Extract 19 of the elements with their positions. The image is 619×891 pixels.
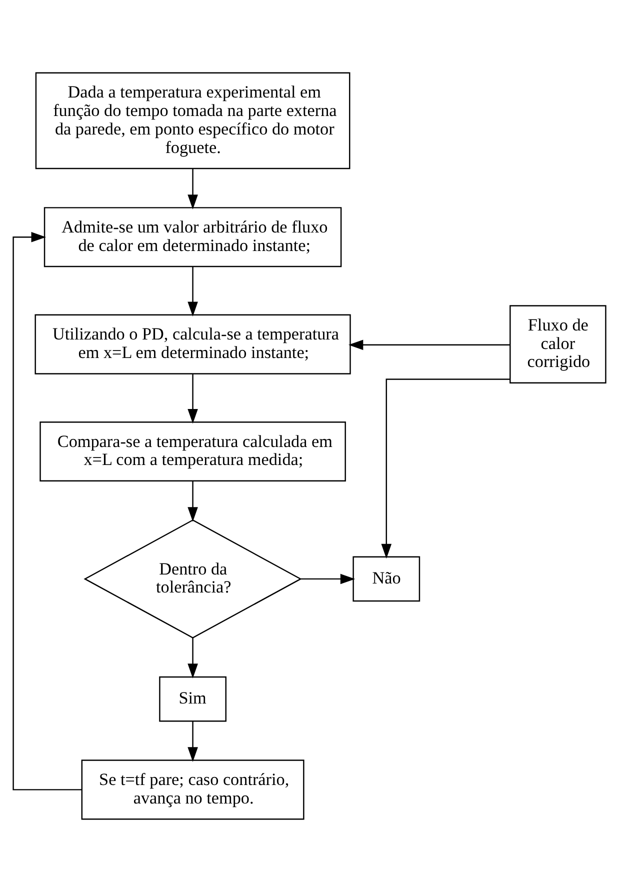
node-box: Compara-se a temperatura calculada em x=L com a temperatura medida; (40, 421, 346, 482)
node-box: Se t=tf pare; caso contrário, avança no tempo. (81, 759, 304, 820)
node-box: Sim (159, 676, 226, 722)
arrow (12, 231, 82, 790)
arrow (348, 339, 510, 350)
arrow (300, 573, 356, 584)
node-box: Dada a temperatura experimental em função do tempo tomada na parte externa da parede, em ponto específico do motor foguete. (35, 72, 350, 169)
node-box: Utilizando o PD, calcula-se a temperatura em x=L em determinado instante; (34, 314, 351, 374)
node-box: Não (352, 556, 420, 602)
node-box: Admite-se um valor arbitrário de fluxo de calor em determinado instante; (44, 206, 342, 267)
arrow (188, 374, 198, 424)
arrow (381, 378, 510, 558)
node-diamond: Dentro da tolerância? (84, 518, 302, 638)
node-box: Fluxo de calor corrigido (510, 304, 606, 384)
arrow (188, 637, 198, 678)
arrow (188, 720, 198, 762)
arrow (188, 266, 198, 316)
arrow (188, 480, 198, 522)
arrow (188, 168, 198, 209)
